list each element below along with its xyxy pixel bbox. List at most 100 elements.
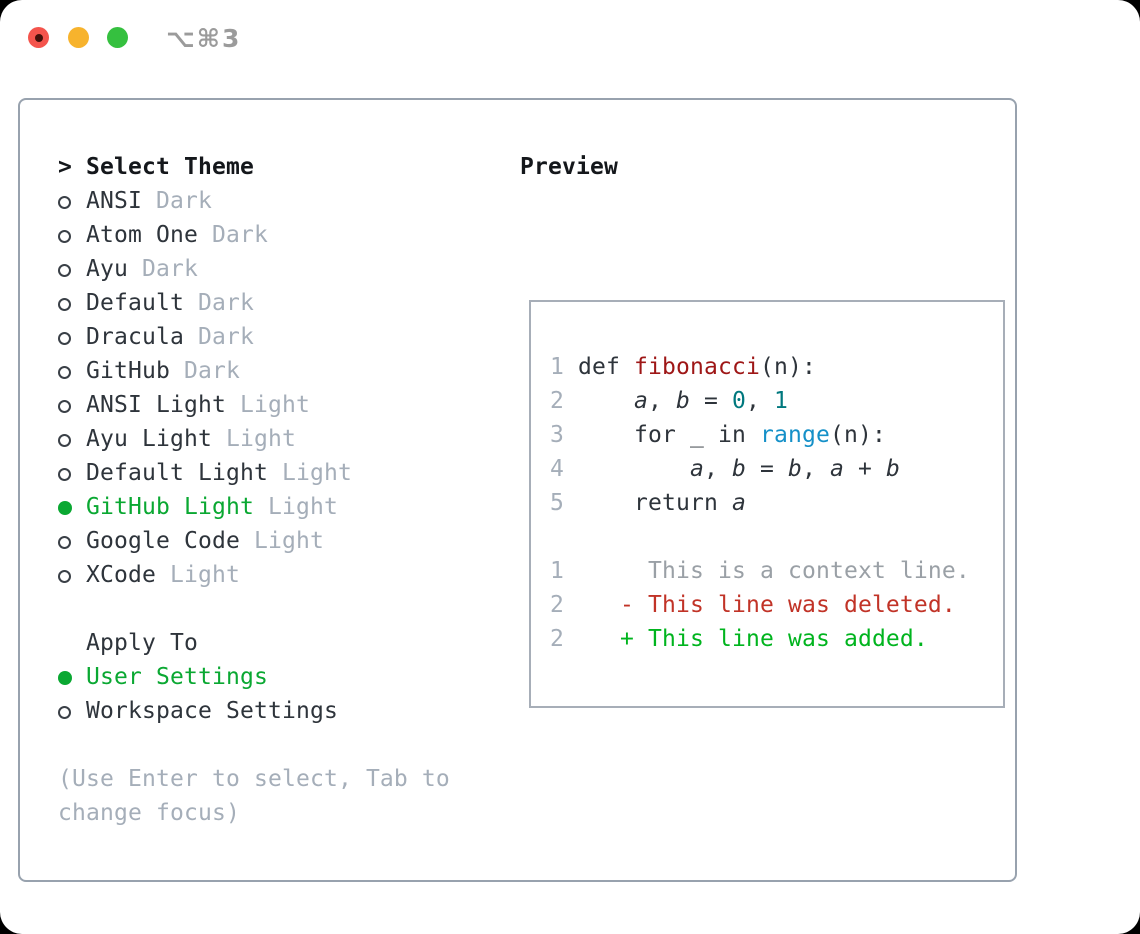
select-theme-header: > Select Theme [58, 150, 254, 184]
theme-name: GitHub Light [86, 494, 254, 520]
radio-icon [58, 388, 86, 422]
theme-variant: Dark [142, 188, 212, 214]
code-token: b [787, 456, 802, 482]
radio-selected-icon [58, 660, 86, 694]
code-token: This is a context line. [564, 558, 970, 584]
line-number: 1 [550, 558, 564, 584]
preview-code-line: 1 def fibonacci(n): [550, 350, 816, 384]
code-token: a [634, 388, 648, 414]
theme-variant: Dark [183, 324, 254, 350]
line-number: 2 [550, 388, 564, 414]
code-token: , [801, 456, 830, 482]
theme-name: Google Code [86, 528, 240, 554]
code-token: return [564, 490, 732, 516]
help-text-line: change focus) [58, 800, 240, 826]
theme-name: XCode [86, 562, 156, 588]
code-token: (n): [759, 354, 816, 380]
preview-code-line: 4 a, b = b, a + b [550, 452, 900, 486]
preview-code-line: 5 return a [550, 486, 746, 520]
theme-option-ansi-dark[interactable]: ANSI Dark [58, 184, 212, 218]
code-token: , [648, 388, 676, 414]
theme-option-default-dark[interactable]: Default Dark [58, 286, 254, 320]
theme-variant: Light [253, 494, 338, 520]
code-token: (n): [829, 422, 886, 448]
theme-name: Default [86, 290, 184, 316]
radio-icon [58, 422, 86, 456]
theme-variant: Dark [197, 222, 268, 248]
close-icon[interactable] [28, 27, 49, 48]
code-token: 1 [774, 388, 788, 414]
theme-name: ANSI [86, 188, 142, 214]
code-token: fibonacci [634, 354, 760, 380]
select-theme-header-label: Select Theme [86, 154, 254, 180]
radio-selected-icon [58, 490, 86, 524]
code-token: a [829, 456, 844, 482]
code-token: a [689, 456, 704, 482]
theme-option-ayu-light-light[interactable]: Ayu Light Light [58, 422, 296, 456]
apply-to-header-label: Apply To [86, 630, 198, 656]
theme-name: Ayu [86, 256, 128, 282]
apply-option-workspace-settings[interactable]: Workspace Settings [58, 694, 338, 728]
radio-icon [58, 558, 86, 592]
theme-option-dracula-dark[interactable]: Dracula Dark [58, 320, 254, 354]
line-number: 2 [550, 626, 564, 652]
theme-variant: Light [267, 460, 352, 486]
code-token [564, 388, 634, 414]
code-token: range [759, 422, 830, 448]
theme-option-github-light-light[interactable]: GitHub Light Light [58, 490, 338, 524]
theme-option-github-dark[interactable]: GitHub Dark [58, 354, 240, 388]
theme-name: ANSI Light [86, 392, 226, 418]
radio-icon [58, 252, 86, 286]
code-token: def [564, 354, 634, 380]
minimize-icon[interactable] [68, 27, 89, 48]
line-number: 2 [550, 592, 564, 618]
theme-option-google-code-light[interactable]: Google Code Light [58, 524, 324, 558]
theme-option-xcode-light[interactable]: XCode Light [58, 558, 240, 592]
radio-icon [58, 456, 86, 490]
radio-icon [58, 286, 86, 320]
line-number: 1 [550, 354, 564, 380]
apply-to-header: Apply To [58, 626, 198, 660]
apply-option-user-settings[interactable]: User Settings [58, 660, 268, 694]
code-token: , [746, 388, 774, 414]
code-token: b [676, 388, 690, 414]
preview-code-line: 2 a, b = 0, 1 [550, 384, 788, 418]
theme-variant: Light [225, 392, 310, 418]
radio-icon [58, 694, 86, 728]
theme-variant: Light [211, 426, 296, 452]
radio-icon [58, 524, 86, 558]
code-token: = [745, 456, 788, 482]
code-token: b [885, 456, 900, 482]
preview-diff-line: 2 - This line was deleted. [550, 588, 956, 622]
radio-icon [58, 184, 86, 218]
zoom-icon[interactable] [107, 27, 128, 48]
code-token: , [703, 456, 732, 482]
preview-code-line: 3 for _ in range(n): [550, 418, 886, 452]
theme-option-default-light-light[interactable]: Default Light Light [58, 456, 352, 490]
theme-option-ayu-dark[interactable]: Ayu Dark [58, 252, 198, 286]
theme-variant: Dark [169, 358, 240, 384]
theme-name: GitHub [86, 358, 170, 384]
theme-variant: Light [239, 528, 324, 554]
theme-name: Atom One [86, 222, 198, 248]
help-text-line: (Use Enter to select, Tab to [58, 766, 450, 792]
theme-variant: Light [156, 562, 240, 588]
code-token: - This line was deleted. [564, 592, 956, 618]
window-title: ⌥⌘3 [166, 24, 242, 53]
prompt-caret-icon: > [58, 154, 72, 180]
theme-option-atom-one-dark[interactable]: Atom One Dark [58, 218, 268, 252]
code-token: for _ in [564, 422, 760, 448]
radio-icon [58, 320, 86, 354]
line-number: 5 [550, 490, 564, 516]
theme-variant: Dark [128, 256, 198, 282]
apply-option-label: User Settings [86, 664, 268, 690]
theme-name: Ayu Light [86, 426, 212, 452]
theme-name: Default Light [86, 460, 268, 486]
theme-option-ansi-light-light[interactable]: ANSI Light Light [58, 388, 310, 422]
code-token: + [843, 456, 886, 482]
preview-diff-line: 2 + This line was added. [550, 622, 928, 656]
code-token: + This line was added. [564, 626, 928, 652]
